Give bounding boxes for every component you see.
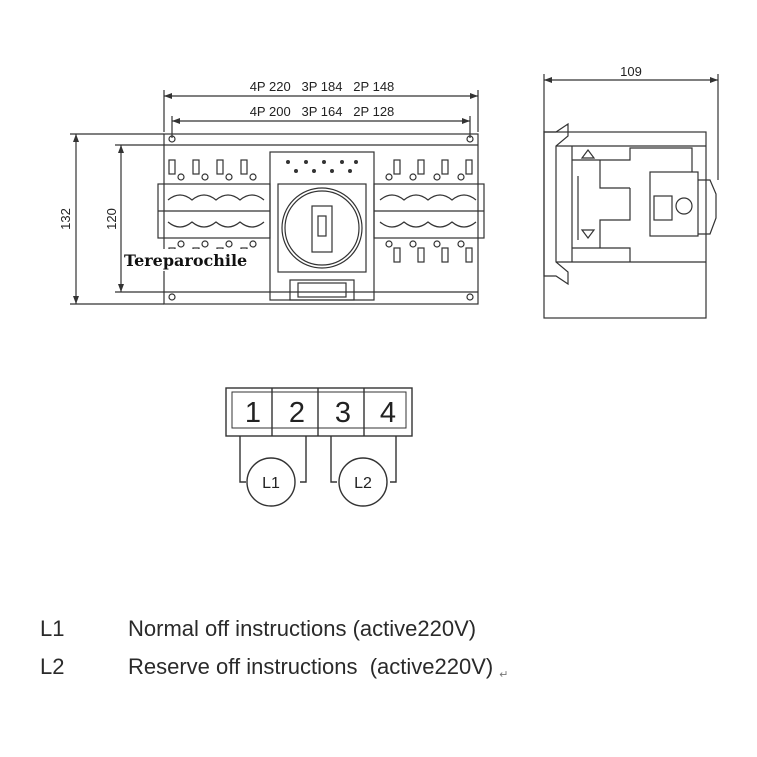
- lamp-l1-label: L1: [262, 475, 280, 492]
- overall-height-label: 132: [58, 208, 73, 230]
- mount-width-label: 4P 200 3P 164 2P 128: [250, 104, 395, 119]
- watermark-text: Tereparochile: [124, 251, 247, 270]
- mount-hole: [168, 293, 176, 301]
- lamp-l1: [246, 457, 296, 507]
- lamp-l2: [338, 457, 388, 507]
- side-body: [543, 131, 707, 319]
- terminal-2: 2: [289, 397, 305, 429]
- knob-housing: [277, 183, 367, 273]
- legend-text-l2-content: Reserve off instructions (active220V): [128, 654, 494, 679]
- rotary-knob: [281, 187, 363, 269]
- legend-key-l1: L1: [40, 616, 65, 641]
- switch-body: [163, 133, 479, 305]
- return-mark: ↵: [499, 669, 509, 681]
- legend-text-l2: Reserve off instructions (active220V) ↵: [128, 654, 508, 681]
- lamp-l2-label: L2: [354, 475, 372, 492]
- depth-label: 109: [620, 64, 642, 79]
- center-module-dots: [286, 160, 358, 173]
- terminal-strip: [225, 387, 413, 437]
- knob-handle: [311, 205, 333, 253]
- front-view: [70, 90, 485, 305]
- terminal-4: 4: [380, 397, 396, 429]
- mount-hole: [466, 293, 474, 301]
- terminal-1: 1: [245, 397, 261, 429]
- side-knob: [649, 171, 699, 237]
- side-mount-plate: [543, 122, 569, 286]
- overall-width-label: 4P 220 3P 184 2P 148: [250, 79, 395, 94]
- lamp-wiring: [239, 436, 397, 507]
- terminal-3: 3: [335, 397, 351, 429]
- mount-height-label: 120: [104, 208, 119, 230]
- legend-text-l1: Normal off instructions (active220V): [128, 616, 477, 641]
- legend-key-l2: L2: [40, 654, 65, 679]
- mount-hole: [168, 135, 176, 143]
- side-view: [543, 74, 719, 319]
- mount-hole: [466, 135, 474, 143]
- right-terminal-block: [379, 159, 477, 263]
